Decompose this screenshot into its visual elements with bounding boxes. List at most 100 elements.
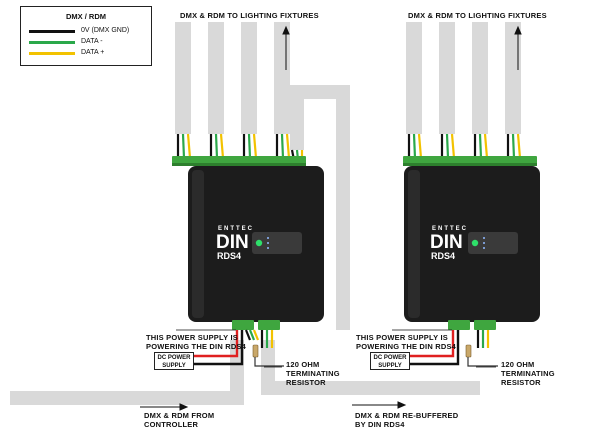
status-led	[483, 242, 485, 244]
label-terminator-left-3: RESISTOR	[286, 378, 326, 387]
wire-data-minus	[445, 133, 450, 159]
right-output-cables	[406, 22, 521, 134]
wire-data-minus	[181, 133, 186, 159]
right-device-side	[408, 170, 420, 318]
cable	[406, 22, 422, 134]
wire-data-minus	[247, 133, 252, 159]
label-terminator-left-2: TERMINATING	[286, 369, 340, 378]
dc-power-supply-right: DC POWER SUPPLY	[370, 352, 410, 370]
cable	[505, 22, 521, 134]
dc-power-supply-left: DC POWER SUPPLY	[154, 352, 194, 370]
legend-swatch-gnd	[29, 30, 75, 33]
right-brand-text: ENTTEC	[432, 226, 468, 232]
label-from-controller-2: CONTROLLER	[144, 420, 199, 429]
right-status-leds	[483, 237, 485, 249]
right-model-rds4: RDS4	[431, 251, 456, 261]
terminal-block	[232, 320, 254, 330]
terminal-strip	[172, 163, 306, 166]
wire-data-minus	[248, 329, 256, 341]
psu-left-line-1: DC POWER	[157, 355, 191, 361]
status-led	[483, 247, 485, 249]
legend-swatch-data-minus	[29, 41, 75, 44]
daisy-chain-cable	[290, 85, 350, 330]
left-top-terminal-block	[172, 156, 306, 166]
wire-data-minus	[412, 133, 417, 159]
right-power-led	[471, 239, 479, 247]
right-bottom-terminal-blocks	[448, 320, 496, 330]
legend-label-data-plus: DATA +	[81, 49, 105, 56]
wire-data-minus	[214, 133, 219, 159]
legend-title: DMX / RDM	[66, 12, 106, 21]
status-led	[267, 237, 269, 239]
terminal-block	[258, 320, 280, 330]
wire-data-plus	[285, 133, 291, 159]
terminal-strip	[403, 163, 537, 166]
label-power-left-1: THIS POWER SUPPLY IS	[146, 333, 238, 342]
terminal-block	[448, 320, 470, 330]
wire-power-positive	[410, 330, 455, 358]
legend-label-data-minus: DATA -	[81, 38, 103, 45]
label-rebuffered-1: DMX & RDM RE-BUFFERED	[355, 411, 459, 420]
psu-right-line-1: DC POWER	[373, 355, 407, 361]
left-power-led	[255, 239, 263, 247]
wire-data-plus	[219, 133, 225, 159]
right-model-din: DIN	[430, 232, 463, 253]
psu-right-line-2: SUPPLY	[378, 363, 402, 369]
cable	[208, 22, 224, 134]
label-fixtures-right: DMX & RDM TO LIGHTING FIXTURES	[408, 11, 547, 20]
left-model-rds4: RDS4	[217, 251, 242, 261]
left-brand-text: ENTTEC	[218, 226, 254, 232]
cable	[241, 22, 257, 134]
left-terminator	[252, 344, 284, 367]
leader-lines	[176, 329, 496, 368]
label-terminator-right-3: RESISTOR	[501, 378, 541, 387]
left-output-wires	[176, 133, 291, 159]
terminal-block	[474, 320, 496, 330]
right-output-wires	[407, 133, 522, 159]
wire-data-minus	[280, 133, 285, 159]
wire-data-plus	[450, 133, 456, 159]
terminal-block	[403, 156, 537, 165]
label-terminator-right-1: 120 OHM	[501, 360, 535, 369]
resistor-lead	[467, 357, 498, 367]
legend-label-gnd: 0V (DMX GND)	[81, 27, 130, 34]
left-model-din: DIN	[216, 232, 249, 253]
status-led	[267, 242, 269, 244]
cable	[175, 22, 191, 134]
wire-gnd	[244, 329, 252, 341]
rebuffered-cable	[261, 340, 480, 395]
right-top-terminal-block	[403, 156, 537, 166]
cable	[472, 22, 488, 134]
legend: DMX / RDM 0V (DMX GND) DATA - DATA +	[20, 6, 152, 66]
wire-data-plus	[417, 133, 423, 159]
up-arrow-right-head	[514, 25, 522, 35]
arrows	[140, 25, 522, 411]
wire-power-negative	[410, 330, 460, 366]
wire-data-plus	[516, 133, 522, 159]
wire-data-minus	[478, 133, 483, 159]
wire-power-positive	[194, 330, 239, 358]
psu-left-line-2: SUPPLY	[162, 363, 186, 369]
left-rebuffer-wires	[244, 329, 260, 341]
legend-item-data-plus: DATA +	[29, 49, 149, 58]
status-led	[483, 237, 485, 239]
left-status-leds	[267, 237, 269, 249]
wire-data-plus	[252, 329, 260, 341]
right-status-panel	[468, 232, 518, 254]
arrow-rebuffered-head	[397, 401, 407, 409]
wire-data-plus	[483, 133, 489, 159]
label-fixtures-left: DMX & RDM TO LIGHTING FIXTURES	[180, 11, 319, 20]
right-terminator	[465, 344, 498, 367]
label-power-right-2: POWERING THE DIN RDS4	[356, 342, 457, 351]
wire-data-plus	[186, 133, 192, 159]
right-power-wires	[410, 330, 460, 366]
left-input-wires	[260, 330, 274, 348]
terminal-block	[172, 156, 306, 165]
legend-item-gnd: 0V (DMX GND)	[29, 27, 149, 36]
legend-swatch-data-plus	[29, 52, 75, 55]
wire-power-negative	[194, 330, 244, 366]
wire-data-minus	[511, 133, 516, 159]
label-power-right-1: THIS POWER SUPPLY IS	[356, 333, 448, 342]
left-output-cables	[175, 22, 290, 134]
